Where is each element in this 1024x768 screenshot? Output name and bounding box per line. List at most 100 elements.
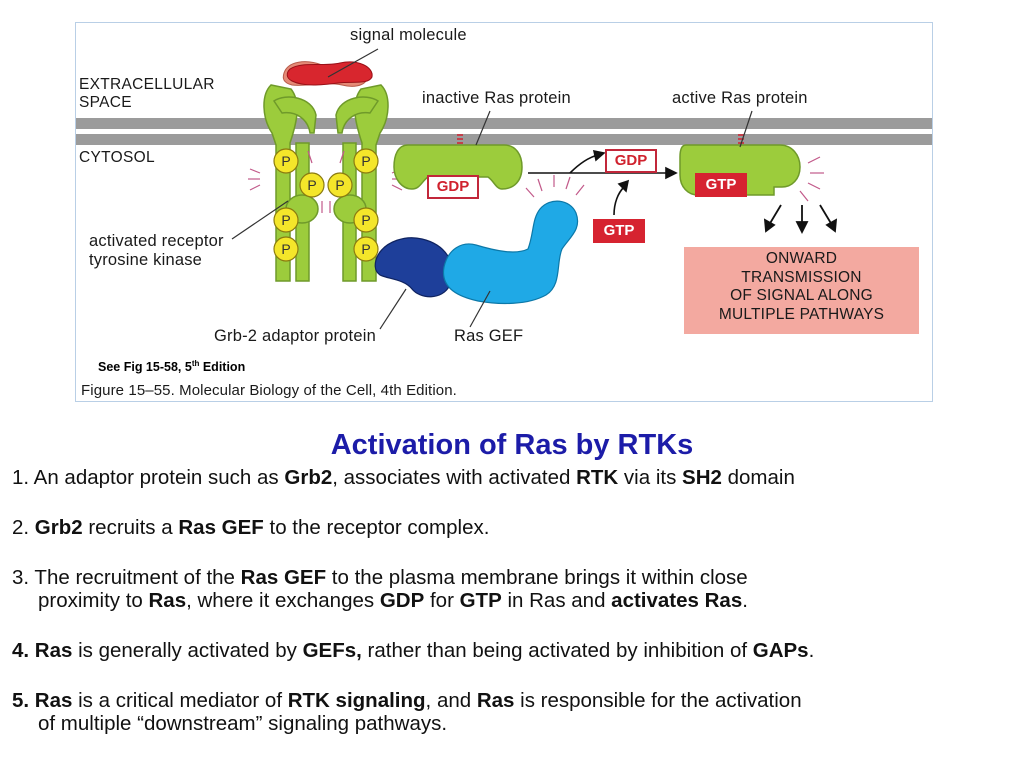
gtp-incoming-tag: GTP bbox=[593, 219, 645, 243]
svg-text:P: P bbox=[361, 212, 370, 228]
grb2-label: Grb-2 adaptor protein bbox=[214, 327, 376, 345]
bullet-point-2: 2. Grb2 recruits a Ras GEF to the recept… bbox=[12, 516, 1017, 539]
bullet-point-3: 3. The recruitment of the Ras GEF to the… bbox=[12, 566, 1017, 612]
text-run: is generally activated by bbox=[72, 639, 303, 662]
text-run: , and bbox=[425, 689, 477, 712]
bullet-point-5: 5. Ras is a critical mediator of RTK sig… bbox=[12, 689, 1017, 735]
bold-term: RTK signaling bbox=[287, 689, 426, 712]
bold-term: 4. Ras bbox=[12, 639, 73, 662]
text-run: 3. The recruitment of the bbox=[12, 566, 241, 589]
phosphate-circle: P bbox=[273, 207, 299, 233]
bold-term: activates Ras bbox=[611, 589, 743, 612]
extracellular-label-line1: EXTRACELLULAR bbox=[79, 76, 215, 93]
onward-line: TRANSMISSION bbox=[741, 268, 862, 286]
text-run: . bbox=[742, 589, 748, 612]
plasma-membrane bbox=[76, 118, 932, 145]
phosphate-circle: P bbox=[353, 148, 379, 174]
svg-text:P: P bbox=[361, 153, 370, 169]
bold-term: Ras bbox=[148, 589, 187, 612]
exchange-arrows bbox=[528, 149, 678, 216]
bullet-point-1: 1. An adaptor protein such as Grb2, asso… bbox=[12, 466, 1017, 489]
see-fig-note: See Fig 15-58, 5th Edition bbox=[98, 359, 246, 375]
text-run: recruits a bbox=[82, 516, 179, 539]
gdp-bound-tag: GDP bbox=[427, 175, 479, 199]
grb2-adaptor-protein bbox=[374, 237, 454, 298]
text-run: domain bbox=[721, 466, 795, 489]
gdp-released-tag: GDP bbox=[605, 149, 657, 173]
bold-term: Ras GEF bbox=[240, 566, 327, 589]
ras-gef-rays bbox=[525, 175, 585, 198]
bullet-line: 3. The recruitment of the Ras GEF to the… bbox=[12, 566, 1017, 589]
svg-text:P: P bbox=[335, 177, 344, 193]
bold-term: GTP bbox=[459, 589, 502, 612]
text-run: , associates with activated bbox=[332, 466, 577, 489]
inactive-ras-protein bbox=[393, 144, 523, 190]
bullet-point-4: 4. Ras is generally activated by GEFs, r… bbox=[12, 639, 1017, 662]
bold-term: RTK bbox=[576, 466, 619, 489]
text-run: . bbox=[808, 639, 815, 662]
svg-text:P: P bbox=[281, 153, 290, 169]
onward-line: OF SIGNAL ALONG bbox=[730, 287, 873, 304]
figure-panel: P P P P P P P P bbox=[75, 22, 933, 402]
text-run: rather than being activated by inhibitio… bbox=[361, 639, 753, 662]
bullet-line: 4. Ras is generally activated by GEFs, r… bbox=[12, 639, 1017, 662]
text-run: is a critical mediator of bbox=[72, 689, 288, 712]
bold-term: Grb2 bbox=[34, 516, 83, 539]
bullet-line: proximity to Ras, where it exchanges GDP… bbox=[12, 589, 1017, 612]
bold-term: GEFs, bbox=[302, 639, 362, 662]
text-run: for bbox=[424, 589, 460, 612]
bold-term: 5. Ras bbox=[12, 689, 73, 712]
onward-line: ONWARD bbox=[765, 250, 838, 267]
text-run: to the receptor complex. bbox=[263, 516, 490, 539]
text-run: 2. bbox=[12, 516, 35, 539]
bullet-line: of multiple “downstream” signaling pathw… bbox=[12, 712, 1017, 735]
receptor-label-line2: tyrosine kinase bbox=[89, 251, 203, 269]
bold-term: GAPs bbox=[752, 639, 809, 662]
bold-term: GDP bbox=[379, 589, 425, 612]
phosphate-groups: P P P P P P P P bbox=[273, 148, 379, 262]
phosphate-circle: P bbox=[273, 236, 299, 262]
bullet-line: 5. Ras is a critical mediator of RTK sig… bbox=[12, 689, 1017, 712]
phosphate-circle: P bbox=[273, 148, 299, 174]
figure-caption: Figure 15–55. Molecular Biology of the C… bbox=[81, 382, 457, 399]
signal-molecule-label: signal molecule bbox=[350, 26, 467, 44]
bullet-line: 2. Grb2 recruits a Ras GEF to the recept… bbox=[12, 516, 1017, 539]
gtp-bound-tag: GTP bbox=[695, 173, 747, 197]
phosphate-circle: P bbox=[299, 172, 325, 198]
text-run: proximity to bbox=[38, 589, 149, 612]
text-run: of multiple “downstream” signaling pathw… bbox=[38, 712, 448, 735]
inactive-ras-label: inactive Ras protein bbox=[422, 89, 571, 107]
text-run: to the plasma membrane brings it within … bbox=[326, 566, 748, 589]
bold-term: Ras bbox=[476, 689, 515, 712]
onward-transmission-box: ONWARD TRANSMISSION OF SIGNAL ALONG MULT… bbox=[684, 247, 919, 334]
onward-line: MULTIPLE PATHWAYS bbox=[718, 305, 885, 323]
extracellular-label-line2: SPACE bbox=[79, 94, 132, 111]
svg-text:P: P bbox=[281, 212, 290, 228]
bullet-line: 1. An adaptor protein such as Grb2, asso… bbox=[12, 466, 1017, 489]
text-run: , where it exchanges bbox=[186, 589, 380, 612]
text-run: via its bbox=[618, 466, 683, 489]
active-ras-rays bbox=[799, 156, 824, 202]
svg-text:P: P bbox=[281, 241, 290, 257]
text-run: 1. An adaptor protein such as bbox=[12, 466, 285, 489]
active-ras-label: active Ras protein bbox=[672, 89, 808, 107]
svg-text:P: P bbox=[361, 241, 370, 257]
phosphate-circle: P bbox=[353, 236, 379, 262]
lipid-anchor-icon bbox=[457, 134, 463, 144]
slide-title: Activation of Ras by RTKs bbox=[330, 429, 694, 461]
text-run: in Ras and bbox=[501, 589, 612, 612]
ras-gef-label: Ras GEF bbox=[454, 327, 524, 345]
ras-activation-diagram: P P P P P P P P bbox=[76, 48, 932, 330]
text-run: is responsible for the activation bbox=[514, 689, 802, 712]
ras-gef bbox=[442, 200, 579, 305]
bold-term: Ras GEF bbox=[178, 516, 264, 539]
cytosol-label: CYTOSOL bbox=[79, 149, 155, 166]
activation-rays bbox=[248, 150, 404, 213]
receptor-label-line1: activated receptor bbox=[89, 232, 224, 250]
signal-molecule bbox=[282, 61, 373, 87]
bold-term: SH2 bbox=[682, 466, 722, 489]
downstream-arrows bbox=[763, 204, 838, 235]
pointer-lines bbox=[231, 48, 753, 330]
phosphate-circle: P bbox=[353, 207, 379, 233]
bold-term: Grb2 bbox=[284, 466, 333, 489]
